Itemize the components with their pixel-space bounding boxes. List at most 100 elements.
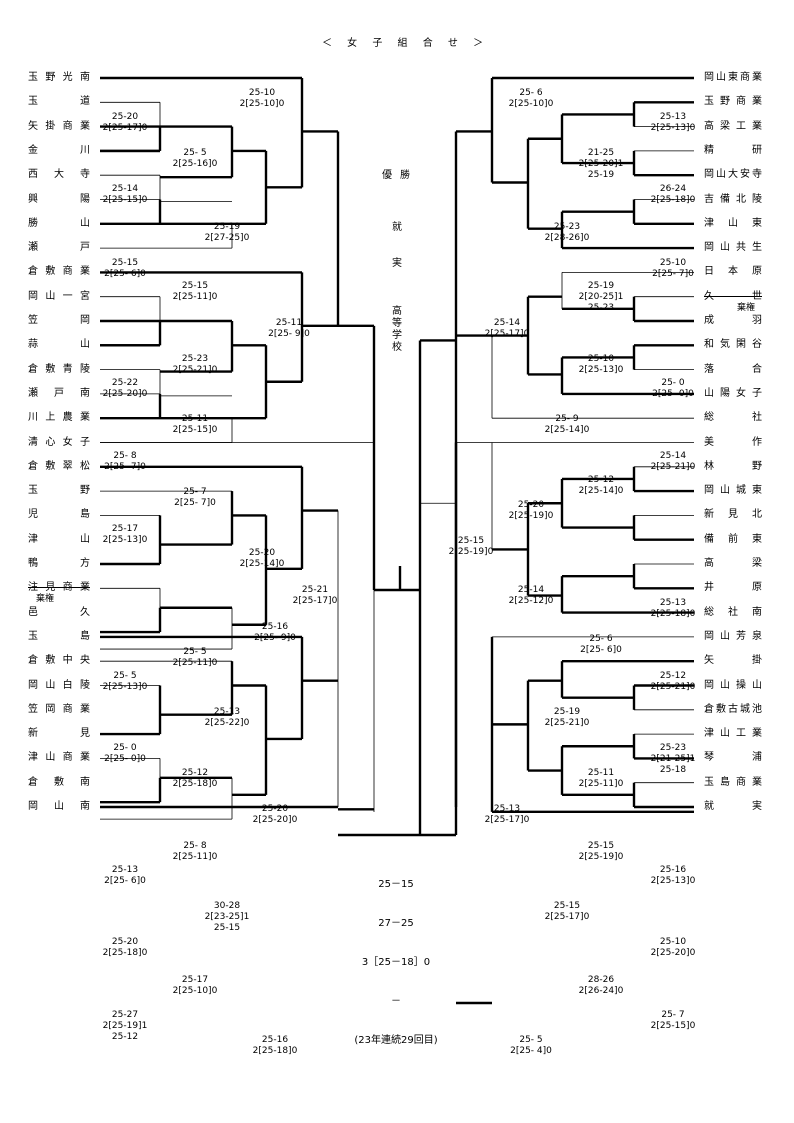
- match-score: 28-26 2[26-24]0: [578, 975, 624, 996]
- right-team: 備 前 東: [704, 533, 762, 545]
- right-team: 総 社: [704, 412, 762, 424]
- match-score: 25-16 2[25-13]0: [650, 865, 696, 886]
- right-team: 和気閑谷: [704, 339, 762, 351]
- match-score: 25- 5 2[25-11]0: [172, 647, 218, 668]
- match-score: 25-19 2[27-25]0: [204, 222, 250, 243]
- final-score: 25－15 27－25 3［25－18］0 － (23年連続29回目): [326, 852, 466, 1073]
- match-score: 25-20 2[25-17]0: [102, 112, 148, 133]
- right-team: 矢 掛: [704, 655, 762, 667]
- match-score: 25- 5 2[25- 4]0: [510, 1035, 552, 1056]
- left-team: 津 山: [28, 533, 90, 545]
- match-score: 26-24 2[25-18]0: [650, 184, 696, 205]
- left-team: 岡山一宮: [28, 290, 90, 302]
- withdrawn-note: 棄権: [737, 302, 756, 313]
- match-score: 25-13 2[25- 6]0: [104, 865, 146, 886]
- match-score: 25- 7 2[25- 7]0: [174, 487, 216, 508]
- match-score: 25-14 2[25-17]0: [484, 318, 530, 339]
- match-score: 25- 8 2[25- 7]0: [104, 451, 146, 472]
- match-score: 25-13 2[25-17]0: [484, 804, 530, 825]
- left-team: 岡 山 南: [28, 801, 90, 812]
- match-score: 25-12 2[25-21]0: [650, 671, 696, 692]
- left-team: 笠 岡: [28, 315, 90, 326]
- withdrawn-note: 棄権: [36, 594, 55, 605]
- match-score: 25-15 2[25-11]0: [172, 281, 218, 302]
- champion-char: 等: [392, 318, 402, 329]
- match-score: 25-15 2[25-19]0: [448, 536, 494, 557]
- champion-char: 学: [392, 330, 402, 341]
- left-team: 玉野光南: [28, 72, 90, 83]
- match-score: 25-12 2[25-14]0: [578, 475, 624, 496]
- match-score: 25-17 2[25-10]0: [172, 975, 218, 996]
- match-score: 25-15 2[25- 6]0: [104, 258, 146, 279]
- match-score: 25-12 2[25-18]0: [172, 768, 218, 789]
- right-team: 倉敷古城池: [704, 703, 762, 715]
- page-title: ＜ 女 子 組 合 せ ＞: [322, 38, 490, 49]
- match-score: 25- 5 2[25-13]0: [102, 671, 148, 692]
- right-team: 岡山東商業: [704, 72, 762, 83]
- match-score: 25-10 2[25-20]0: [650, 937, 696, 958]
- right-team: 高梁工業: [704, 120, 762, 132]
- final-set-1: 25－15: [378, 879, 414, 890]
- champion-char: 就: [392, 222, 402, 233]
- match-score: 25-19 2[25-21]0: [544, 707, 590, 728]
- left-team: 蒜 山: [28, 339, 90, 351]
- left-team: 勝 山: [28, 217, 90, 229]
- match-score: 25-13 2[25-13]0: [650, 112, 696, 133]
- right-team: 岡山城東: [704, 485, 762, 497]
- match-score: 25-15 2[25-17]0: [544, 901, 590, 922]
- left-team: 瀬戸南: [28, 387, 90, 399]
- left-team: 岡山白陵: [28, 679, 90, 691]
- right-team: 岡山共生: [704, 242, 762, 254]
- match-score: 25-10 2[25-13]0: [578, 354, 624, 375]
- left-team: 玉 道: [28, 96, 90, 108]
- champion-char: 実: [392, 258, 402, 269]
- champion-char: 高: [392, 306, 402, 317]
- right-team: 日 本 原: [704, 266, 762, 278]
- left-team: 矢掛商業: [28, 120, 90, 132]
- right-team: 美 作: [704, 436, 762, 448]
- right-team: 井 原: [704, 582, 762, 594]
- right-team: 高 梁: [704, 558, 762, 569]
- match-score: 30-28 2[23-25]1 25-15: [204, 901, 250, 933]
- match-score: 25-16 2[25-18]0: [252, 1035, 298, 1056]
- left-team: 児 島: [28, 509, 90, 521]
- right-team: 新 見 北: [704, 509, 762, 521]
- match-score: 25-14 2[25-15]0: [102, 184, 148, 205]
- match-score: 25-19 2[20-25]1 25-23: [578, 281, 624, 313]
- left-team: 倉 敷 南: [28, 776, 90, 788]
- left-team: 興 陽: [28, 193, 90, 205]
- match-score: 25- 9 2[25-14]0: [544, 414, 590, 435]
- left-team: 津山商業: [28, 752, 90, 764]
- match-score: 25-11 2[25- 9]0: [268, 318, 310, 339]
- final-result: 3［25－18］0: [361, 957, 431, 968]
- champion-char: 校: [392, 342, 402, 353]
- left-team: 金 川: [28, 144, 90, 156]
- right-team: 山陽女子: [704, 387, 762, 399]
- match-score: 25-13 2[25-22]0: [204, 707, 250, 728]
- match-score: 25-22 2[25-20]0: [102, 378, 148, 399]
- left-team: 玉 島: [28, 630, 90, 642]
- match-score: 25-17 2[25-13]0: [102, 524, 148, 545]
- right-team: 岡山操山: [704, 679, 762, 691]
- final-note: (23年連続29回目): [354, 1035, 438, 1046]
- left-team: 倉敷中央: [28, 655, 90, 667]
- left-team: 玉 野: [28, 485, 90, 497]
- match-score: 25-20 2[25-20]0: [252, 804, 298, 825]
- left-team: 倉敷青陵: [28, 363, 90, 375]
- match-score: 25-23 2[28-26]0: [544, 222, 590, 243]
- match-score: 21-25 2[25-20]1 25-19: [578, 148, 624, 180]
- right-team: 琴 浦: [704, 752, 762, 764]
- match-score: 25-27 2[25-19]1 25-12: [102, 1010, 148, 1042]
- left-team: 新 見: [28, 728, 90, 740]
- left-team: 倉敷商業: [28, 266, 90, 278]
- champion-label: 優勝: [382, 170, 418, 181]
- right-team: 玉島商業: [704, 776, 762, 788]
- match-score: 25-11 2[25-11]0: [578, 768, 624, 789]
- match-score: 25- 0 2[25- 0]0: [104, 743, 146, 764]
- final-dash: －: [391, 996, 401, 1007]
- right-team: 岡山大安寺: [704, 169, 762, 181]
- match-score: 25-14 2[25-12]0: [508, 585, 554, 606]
- match-score: 25-23 2[25-21]0: [172, 354, 218, 375]
